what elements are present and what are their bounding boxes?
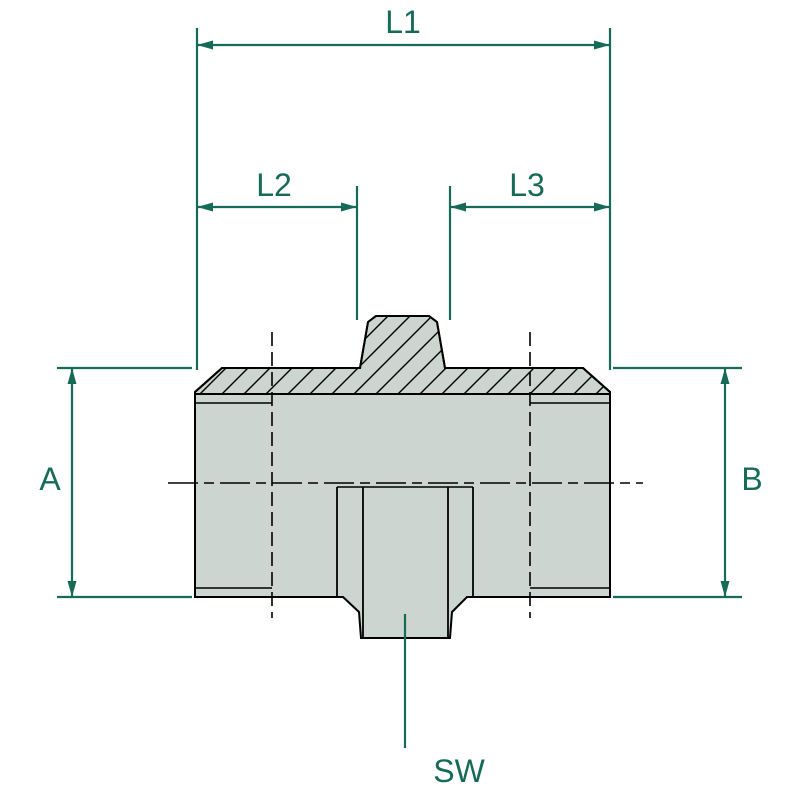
dim-label-l2: L2 [256,167,292,203]
l3-arrow-left [450,202,466,212]
a-arrow-top [67,368,77,384]
dim-label-a: A [39,461,61,497]
part-body [194,315,611,639]
a-arrow-bottom [67,581,77,597]
centerlines [168,332,643,618]
l2-arrow-left [197,202,213,212]
hex-section-hatch [194,315,611,395]
dim-label-l1: L1 [385,4,421,40]
dim-label-b: B [741,461,762,497]
l1-arrow-left [197,40,213,50]
l2-arrow-right [341,202,357,212]
dimensions: L1 L2 L3 A B [39,4,762,789]
b-arrow-top [720,368,730,384]
l3-arrow-right [594,202,610,212]
b-arrow-bottom [720,581,730,597]
dim-label-sw: SW [433,753,485,789]
l1-arrow-right [594,40,610,50]
dim-label-l3: L3 [509,167,545,203]
